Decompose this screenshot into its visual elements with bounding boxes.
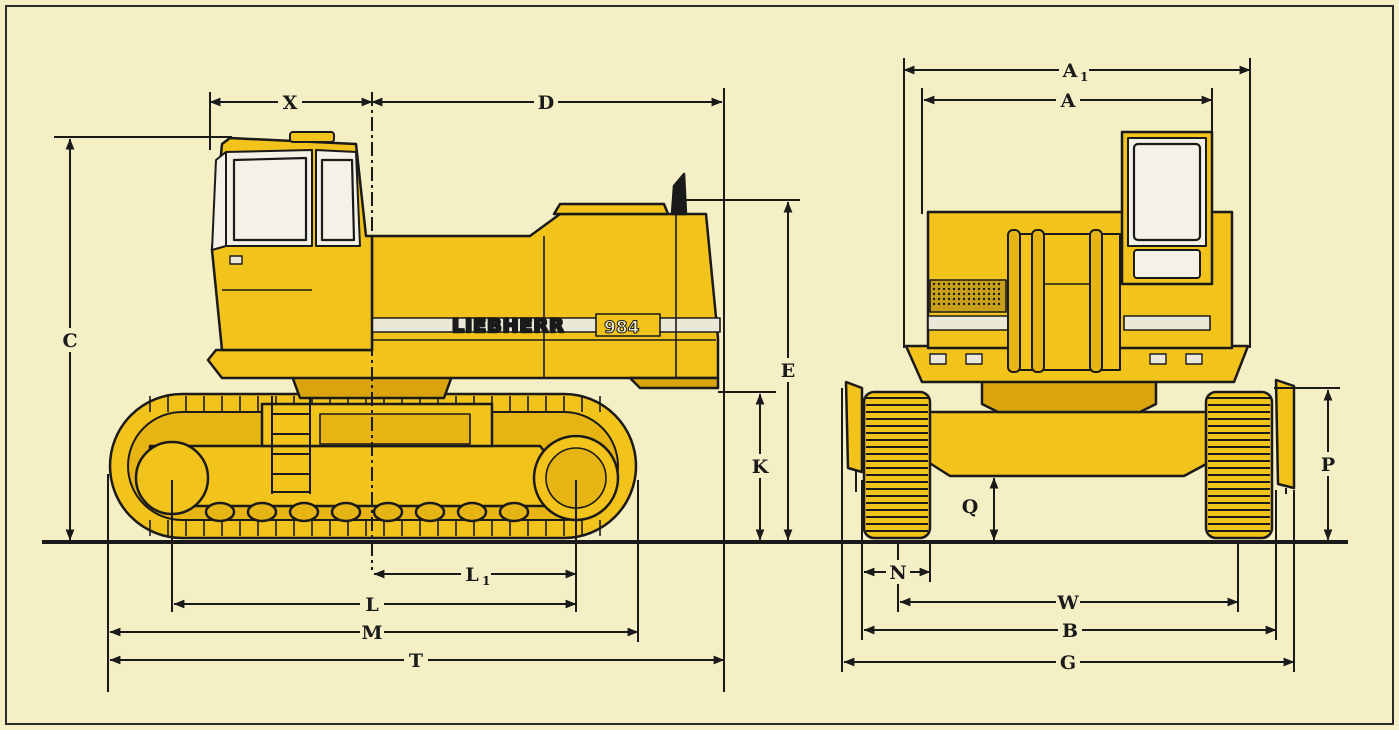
frame-border xyxy=(5,5,1394,725)
right-track xyxy=(1204,390,1274,540)
front-view-excavator xyxy=(844,130,1296,540)
dimension-label-e: E xyxy=(781,360,795,382)
dimension-label-p: P xyxy=(1321,454,1335,476)
dimension-label-q: Q xyxy=(962,496,979,518)
left-track xyxy=(862,390,932,540)
dimension-label-m: M xyxy=(361,622,382,644)
engine-grille xyxy=(929,279,1007,313)
dimension-label-l: L xyxy=(365,594,378,616)
dimension-label-a: A xyxy=(1060,90,1076,112)
dimension-label-l1: L xyxy=(465,564,478,586)
access-ladder xyxy=(271,396,311,494)
dimension-label-t: T xyxy=(409,650,423,672)
dimension-label-c: C xyxy=(62,330,77,352)
dimension-label-a1: A xyxy=(1062,60,1078,82)
track-rollers xyxy=(204,501,530,523)
brand-label: LIEBHERR xyxy=(452,315,565,337)
dimension-subscript-a1: 1 xyxy=(1080,70,1088,84)
side-view-excavator: LIEBHERR 984 xyxy=(108,131,721,540)
dimension-lines xyxy=(54,58,1340,692)
dimension-label-k: K xyxy=(752,456,770,478)
dimension-subscript-l1: 1 xyxy=(482,574,490,588)
dimension-label-d: D xyxy=(538,92,554,114)
dimension-label-n: N xyxy=(889,562,906,584)
dimension-label-b: B xyxy=(1062,620,1078,642)
dimension-label-w: W xyxy=(1056,592,1079,614)
dimension-label-g: G xyxy=(1060,652,1076,674)
dimension-label-x: X xyxy=(283,92,298,114)
model-label: 984 xyxy=(604,318,640,338)
